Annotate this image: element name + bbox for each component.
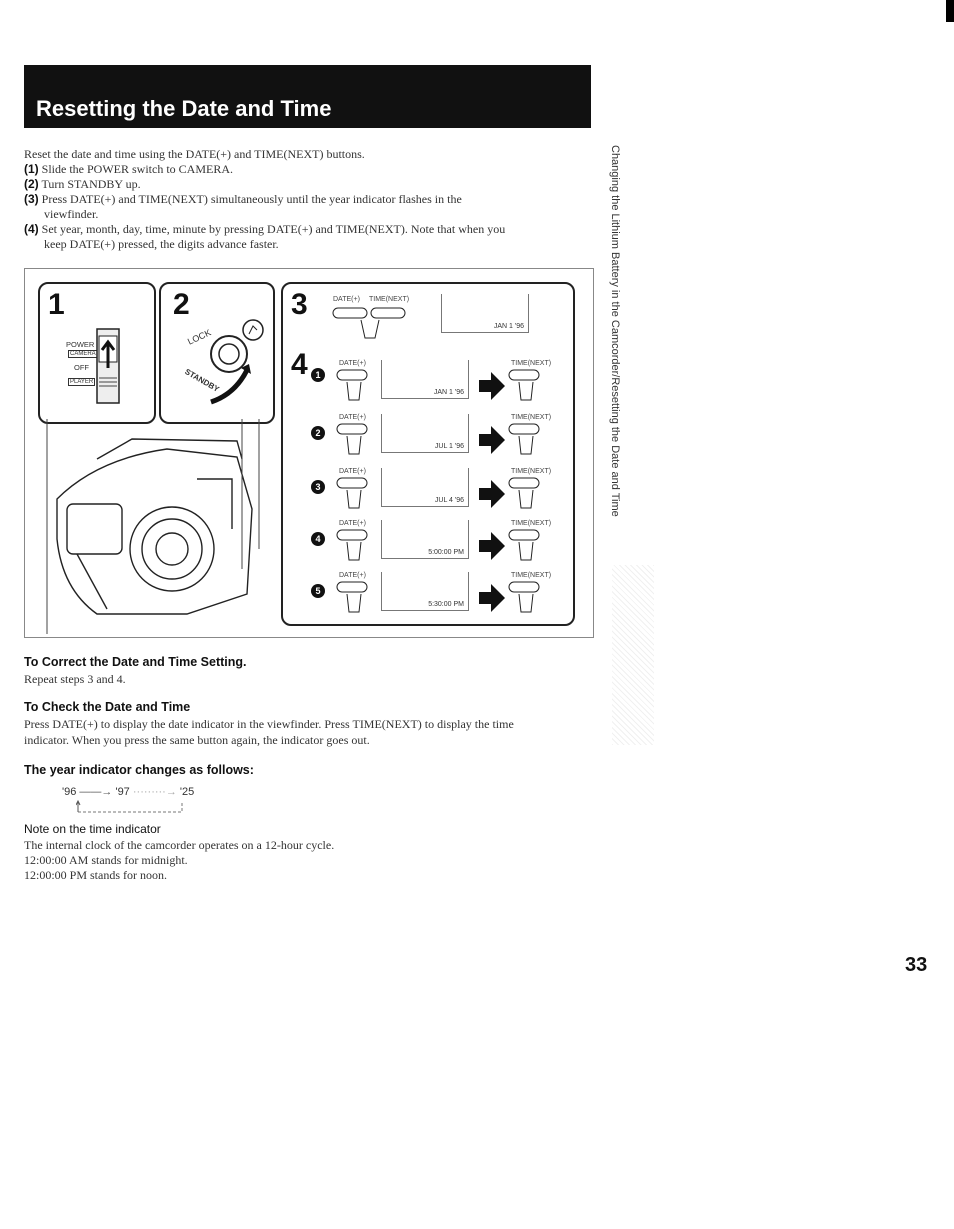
step-3: (3) Press DATE(+) and TIME(NEXT) simulta… <box>24 192 462 206</box>
page-number: 33 <box>905 954 928 976</box>
step-2: (2) Turn STANDBY up. <box>24 177 141 191</box>
correct-heading: To Correct the Date and Time Setting. <box>24 655 247 669</box>
camcorder-illustration <box>46 419 260 634</box>
year-heading: The year indicator changes as follows: <box>24 763 254 777</box>
panel-4-number: 4 <box>291 348 308 381</box>
panel-1: 1 POWER CAMERA OFF PLAYER <box>38 282 156 424</box>
player-label: PLAYER <box>68 378 96 386</box>
note-line-3: 12:00:00 PM stands for noon. <box>24 868 168 882</box>
panel-3-4: 3 DATE(+) TIME(NEXT) JAN 1 '96 4 1 DATE(… <box>281 282 575 626</box>
substep-graphics <box>336 369 540 613</box>
page-edge-mark <box>946 0 954 22</box>
step3-buttons-icon <box>332 307 406 339</box>
intro-text: Reset the date and time using the DATE(+… <box>24 147 365 161</box>
standby-dial-icon <box>210 319 264 405</box>
panel-3-number: 3 <box>291 288 308 321</box>
year-from: '96 <box>62 786 77 798</box>
step3-time-label: TIME(NEXT) <box>369 296 410 303</box>
power-switch-icon <box>96 328 120 404</box>
off-label: OFF <box>74 363 89 372</box>
panel-2-number: 2 <box>173 288 190 321</box>
camera-label: CAMERA <box>68 350 98 358</box>
section-sidebar: Changing the Lithium Battery in the Camc… <box>609 145 621 517</box>
page-title: Resetting the Date and Time <box>36 96 332 121</box>
step-4-cont: keep DATE(+) pressed, the digits advance… <box>44 237 279 251</box>
step-3-cont: viewfinder. <box>44 207 99 221</box>
note-heading: Note on the time indicator <box>24 822 161 836</box>
step3-date-label: DATE(+) <box>333 296 360 303</box>
year-loop-arrow <box>76 800 183 813</box>
step-1: (1) Slide the POWER switch to CAMERA. <box>24 162 234 176</box>
check-line-1: Press DATE(+) to display the date indica… <box>24 717 514 731</box>
check-line-2: indicator. When you press the same butto… <box>24 733 370 747</box>
check-heading: To Check the Date and Time <box>24 700 191 714</box>
note-line-2: 12:00:00 AM stands for midnight. <box>24 853 188 867</box>
illustration: 1 POWER CAMERA OFF PLAYER 2 LOCK STANDBY… <box>24 268 594 638</box>
panel-2: 2 LOCK STANDBY <box>159 282 275 424</box>
year-mid: '97 <box>115 786 130 798</box>
year-cycle: '96 ——→ '97 ·········→ '25 <box>62 786 195 798</box>
step3-display: JAN 1 '96 <box>441 294 529 333</box>
panel-1-number: 1 <box>48 288 65 321</box>
margin-texture <box>612 565 654 745</box>
step-4: (4) Set year, month, day, time, minute b… <box>24 222 506 236</box>
title-bar <box>24 65 591 128</box>
correct-text: Repeat steps 3 and 4. <box>24 672 126 686</box>
power-label: POWER <box>66 340 95 349</box>
note-line-1: The internal clock of the camcorder oper… <box>24 838 335 852</box>
year-to: '25 <box>179 786 195 798</box>
